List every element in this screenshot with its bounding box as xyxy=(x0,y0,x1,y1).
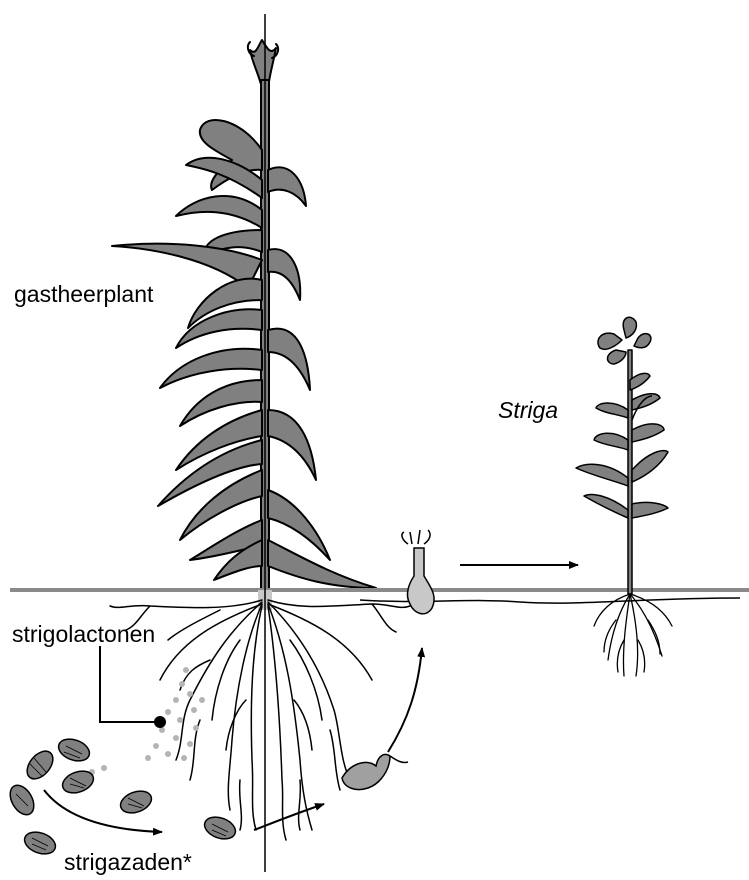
host-leaves xyxy=(112,120,376,588)
striga-leaves xyxy=(576,373,668,518)
striga-seeds xyxy=(5,735,238,858)
striga-plant xyxy=(576,317,672,676)
host-plant xyxy=(112,40,376,592)
lifecycle-arrows xyxy=(44,565,578,832)
label-strigolactones: strigolactonen xyxy=(12,621,155,647)
striga-roots xyxy=(594,594,672,676)
striga-flowers xyxy=(598,317,651,364)
strigolactone-pointer xyxy=(100,646,166,728)
label-striga-seeds: strigazaden* xyxy=(64,849,192,875)
label-host-plant: gastheerplant xyxy=(14,281,154,307)
germinating-seed xyxy=(342,754,408,789)
label-striga: Striga xyxy=(498,397,558,423)
